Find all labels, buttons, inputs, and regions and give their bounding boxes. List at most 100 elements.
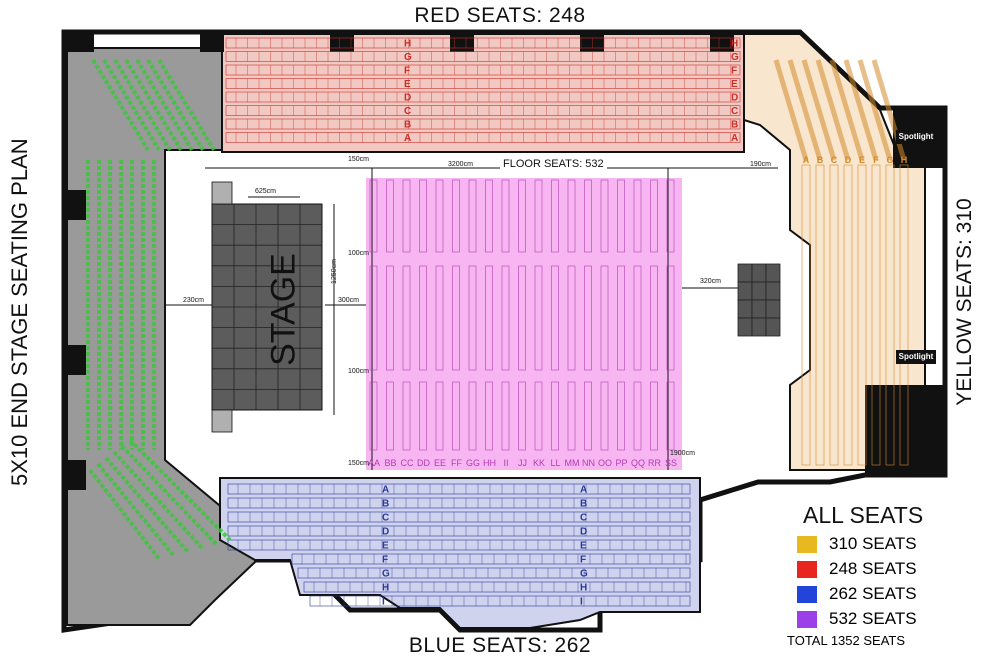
green-seat-row[interactable] (146, 58, 205, 152)
floor-seat-block[interactable] (468, 179, 477, 253)
green-seat-row[interactable] (120, 444, 218, 546)
floor-seat-block[interactable] (666, 381, 675, 451)
red-seat-row[interactable] (225, 64, 741, 76)
floor-seat-block[interactable] (633, 265, 642, 371)
floor-seat-block[interactable] (369, 265, 378, 371)
yellow-seat-row-diag[interactable] (801, 59, 837, 161)
floor-seat-block[interactable] (386, 179, 394, 253)
floor-seat-block[interactable] (584, 179, 592, 253)
floor-seat-block[interactable] (584, 265, 592, 371)
yellow-seat-row[interactable] (829, 164, 839, 466)
green-seat-row[interactable] (135, 58, 194, 152)
green-seat-row[interactable] (96, 462, 176, 558)
red-seat-row[interactable] (225, 91, 741, 103)
floor-seat-block[interactable] (402, 381, 411, 451)
floor-seat-block[interactable] (435, 265, 444, 371)
yellow-seat-row[interactable] (899, 164, 909, 466)
floor-seat-block[interactable] (534, 265, 543, 371)
red-seat-row[interactable] (225, 37, 741, 49)
floor-seat-block[interactable] (419, 265, 427, 371)
floor-seat-block[interactable] (485, 179, 493, 253)
floor-seat-block[interactable] (452, 179, 460, 253)
floor-seat-block[interactable] (518, 179, 526, 253)
floor-seat-block[interactable] (600, 265, 609, 371)
floor-seat-block[interactable] (402, 265, 411, 371)
green-seat-row[interactable] (128, 438, 232, 542)
blue-seat-row[interactable] (227, 483, 691, 495)
floor-seat-block[interactable] (600, 179, 609, 253)
yellow-seat-row[interactable] (885, 164, 895, 466)
floor-seat-block[interactable] (584, 381, 592, 451)
floor-seat-block[interactable] (419, 179, 427, 253)
floor-seat-block[interactable] (650, 179, 658, 253)
floor-seat-block[interactable] (485, 381, 493, 451)
green-seat-row[interactable] (104, 456, 190, 554)
green-seat-row[interactable] (102, 58, 161, 152)
floor-seat-block[interactable] (650, 265, 658, 371)
floor-seat-block[interactable] (501, 179, 510, 253)
yellow-seat-row-diag[interactable] (815, 59, 851, 161)
floor-seat-block[interactable] (419, 381, 427, 451)
floor-seat-block[interactable] (435, 381, 444, 451)
green-seat-row[interactable] (112, 450, 204, 550)
blue-seat-row[interactable] (227, 497, 691, 509)
floor-seat-block[interactable] (617, 179, 625, 253)
green-seat-row[interactable] (157, 58, 216, 152)
floor-seat-block[interactable] (501, 265, 510, 371)
floor-seat-block[interactable] (551, 265, 559, 371)
floor-seat-block[interactable] (518, 381, 526, 451)
blue-seat-row[interactable] (297, 567, 691, 579)
green-seat-row[interactable] (88, 468, 162, 562)
floor-seat-block[interactable] (402, 179, 411, 253)
floor-seat-block[interactable] (551, 179, 559, 253)
floor-seat-block[interactable] (600, 381, 609, 451)
yellow-seat-row[interactable] (871, 164, 881, 466)
floor-seat-block[interactable] (534, 381, 543, 451)
blue-seat-row[interactable] (227, 511, 691, 523)
blue-seat-row[interactable] (227, 539, 691, 551)
floor-seat-block[interactable] (501, 381, 510, 451)
floor-seat-block[interactable] (485, 265, 493, 371)
floor-seat-block[interactable] (369, 179, 378, 253)
floor-seat-block[interactable] (551, 381, 559, 451)
green-seat-row[interactable] (91, 58, 150, 152)
floor-seat-block[interactable] (633, 179, 642, 253)
floor-seat-block[interactable] (386, 381, 394, 451)
yellow-seat-row-diag[interactable] (857, 59, 893, 161)
floor-seat-block[interactable] (386, 265, 394, 371)
floor-seat-block[interactable] (666, 179, 675, 253)
red-seat-row[interactable] (225, 118, 741, 130)
red-seat-row[interactable] (225, 51, 741, 62)
blue-seat-row[interactable] (227, 525, 691, 537)
floor-seat-block[interactable] (435, 179, 444, 253)
floor-seat-block[interactable] (666, 265, 675, 371)
blue-seat-row[interactable] (291, 553, 691, 565)
yellow-seat-row-diag[interactable] (787, 59, 823, 161)
floor-seat-block[interactable] (518, 265, 526, 371)
floor-seat-block[interactable] (452, 265, 460, 371)
red-seat-row[interactable] (225, 78, 741, 89)
floor-seat-block[interactable] (468, 381, 477, 451)
red-seat-row[interactable] (225, 105, 741, 116)
yellow-seat-row[interactable] (843, 164, 853, 466)
floor-seat-block[interactable] (567, 381, 576, 451)
floor-seat-block[interactable] (468, 265, 477, 371)
yellow-seat-row-diag[interactable] (843, 59, 879, 161)
red-seat-row[interactable] (225, 132, 741, 143)
floor-seat-block[interactable] (369, 381, 378, 451)
floor-seat-block[interactable] (617, 265, 625, 371)
floor-seat-block[interactable] (567, 179, 576, 253)
floor-seat-block[interactable] (650, 381, 658, 451)
floor-seat-block[interactable] (534, 179, 543, 253)
yellow-seat-row[interactable] (801, 164, 811, 466)
yellow-seat-row-diag[interactable] (773, 59, 809, 161)
yellow-seat-row-diag[interactable] (829, 59, 865, 161)
yellow-seat-row[interactable] (857, 164, 867, 466)
floor-seat-block[interactable] (452, 381, 460, 451)
floor-seat-block[interactable] (633, 381, 642, 451)
floor-seat-block[interactable] (567, 265, 576, 371)
green-seat-row[interactable] (113, 58, 172, 152)
yellow-seat-row[interactable] (815, 164, 825, 466)
green-seat-row[interactable] (124, 58, 183, 152)
blue-seat-row[interactable] (303, 581, 691, 593)
